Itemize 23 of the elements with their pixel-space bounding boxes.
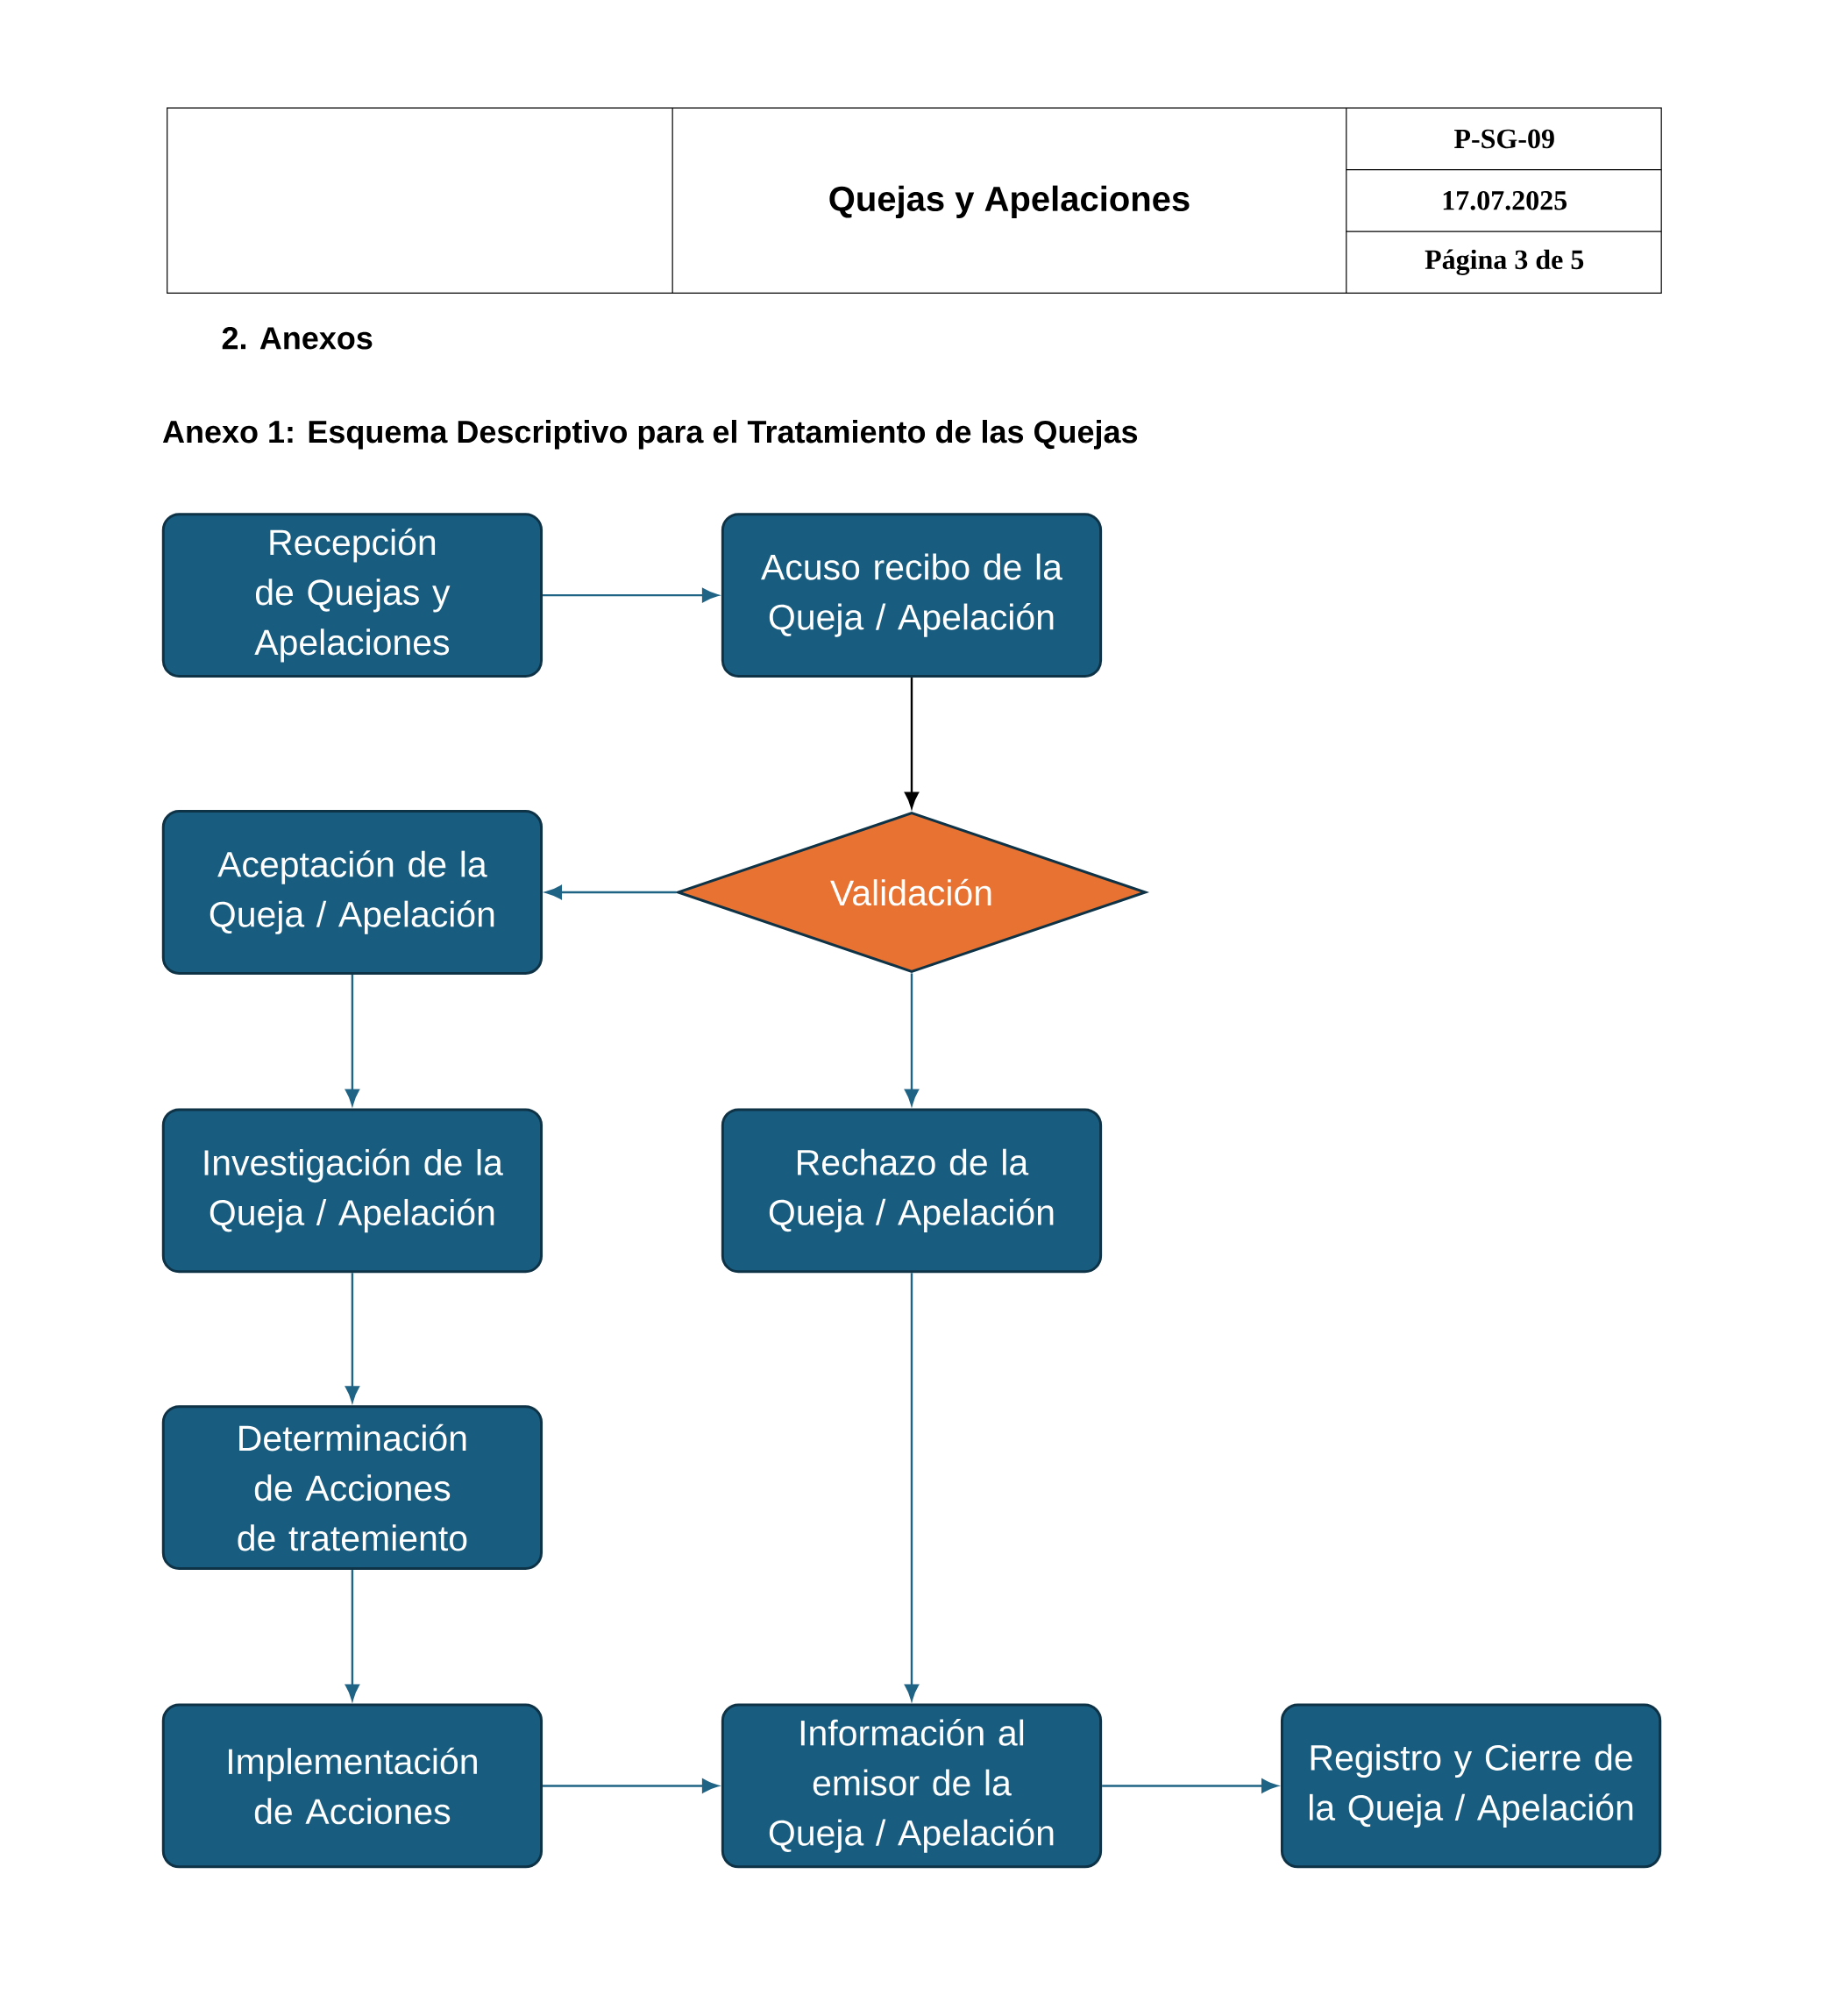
document-code: P-SG-09 bbox=[1454, 129, 1554, 149]
process-box: Implementación de Acciones bbox=[161, 1703, 544, 1869]
header-title: Quejas y Apelaciones bbox=[829, 185, 1190, 218]
process-box: Investigación de la Queja / Apelación bbox=[161, 1108, 544, 1274]
page-number: Página 3 de 5 bbox=[1425, 249, 1584, 275]
process-box: Aceptación de la Queja / Apelación bbox=[161, 810, 544, 975]
document-date: 17.07.2025 bbox=[1443, 190, 1567, 210]
process-box: Rechazo de la Queja / Apelación bbox=[721, 1108, 1103, 1274]
arrow bbox=[905, 1273, 920, 1701]
process-box: Acuso recibo de la Queja / Apelación bbox=[721, 513, 1103, 678]
arrow bbox=[545, 884, 677, 899]
arrow bbox=[905, 973, 920, 1106]
arrow bbox=[543, 588, 719, 603]
process-box: Registro y Cierre de la Queja / Apelación bbox=[1281, 1703, 1662, 1869]
process-box: Recepción de Quejas y Apelaciones bbox=[161, 513, 544, 678]
arrow bbox=[345, 1273, 359, 1402]
diagram-title: Anexo 1: Esquema Descriptivo para el Tratamiento de las Quejas bbox=[162, 420, 1138, 450]
arrow bbox=[345, 974, 359, 1106]
arrow bbox=[905, 678, 920, 809]
section-heading: 2. Anexos bbox=[222, 327, 373, 350]
arrow bbox=[345, 1570, 359, 1701]
process-box: Información al emisor de la Queja / Apelación bbox=[721, 1703, 1103, 1869]
process-box: Determinación de Acciones de tratemiento bbox=[161, 1405, 544, 1571]
